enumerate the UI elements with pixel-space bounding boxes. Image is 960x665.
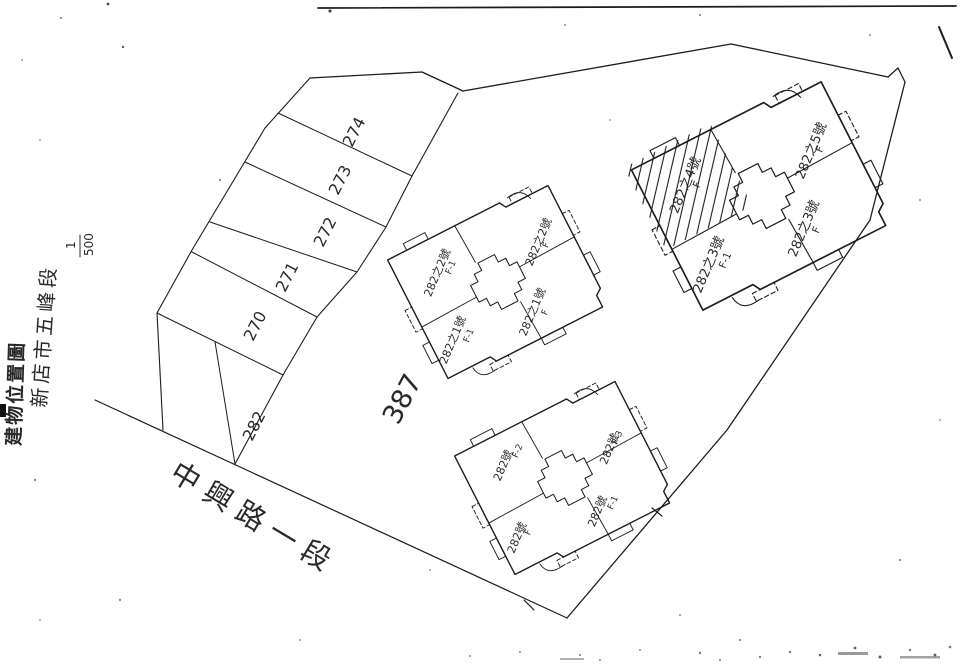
unit-tag: F — [691, 180, 704, 190]
unit-tag: F-1 — [462, 327, 477, 344]
scan-artifact-left-blob — [0, 404, 6, 417]
unit-label: 282之2號 — [522, 216, 555, 268]
unit-tag: F-1 — [444, 259, 459, 276]
scale-numerator: 1 — [64, 241, 78, 249]
unit-label: 282號 — [505, 520, 530, 555]
unit-tag: F — [540, 308, 551, 317]
unit-tag: F — [813, 144, 826, 154]
parcel-label-270: 270 — [240, 308, 271, 344]
parcel-label-282: 282 — [239, 408, 270, 444]
scale-denominator: 500 — [82, 233, 96, 256]
building-2: 282之4號 F 282之5號 F 282之3號 F-1 282之3號 F — [618, 62, 906, 331]
lot-boundary — [309, 43, 906, 619]
title-block: 建物位置圖 新店市五峰段 1 500 — [2, 233, 96, 446]
boundary-tick-2 — [651, 507, 663, 517]
parcel-divider — [156, 312, 284, 376]
parcel-divider — [209, 221, 358, 273]
boundary-tick-1 — [523, 599, 535, 611]
parcel-divider — [244, 161, 387, 228]
building-3-footprint — [443, 365, 687, 592]
unit-tag: F — [810, 225, 823, 235]
parcel-divider — [277, 112, 413, 177]
parcel-label-272: 272 — [310, 214, 341, 250]
parcel-block-left-edge — [156, 77, 311, 431]
scan-noise-dots — [13, 2, 952, 662]
parcel-label-271: 271 — [272, 259, 303, 295]
parcel-label-274: 274 — [339, 114, 370, 150]
parcel-divider — [191, 251, 318, 318]
road-line — [94, 399, 568, 619]
scan-artifact-top-line — [317, 5, 957, 9]
page-title: 建物位置圖 — [2, 340, 29, 446]
building-1-footprint — [376, 169, 620, 396]
scan-artifact-corner-tick — [938, 26, 953, 59]
building-3: 282號 F-2 282號 F-3 282號 F 282號 F-1 — [443, 365, 687, 592]
unit-label: 282號 — [585, 494, 610, 529]
unit-tag: F-1 — [717, 250, 734, 270]
parcel-divider — [214, 341, 236, 465]
unit-tag: F-2 — [511, 443, 526, 460]
section-title: 新店市五峰段 — [27, 263, 61, 408]
unit-tag: F-1 — [606, 495, 621, 512]
unit-tag: F-3 — [611, 430, 626, 447]
scale-fraction: 1 500 — [64, 233, 96, 258]
parcel-label-273: 273 — [325, 162, 356, 198]
parcel-block-right-edge — [234, 92, 459, 465]
building-1: 282之2號 F-1 282之2號 F 282之1號 F-1 282之1號 F — [376, 169, 620, 396]
lot-number-387: 387 — [377, 369, 429, 429]
unit-tag: F — [541, 241, 552, 250]
unit-tag: F — [523, 528, 534, 537]
